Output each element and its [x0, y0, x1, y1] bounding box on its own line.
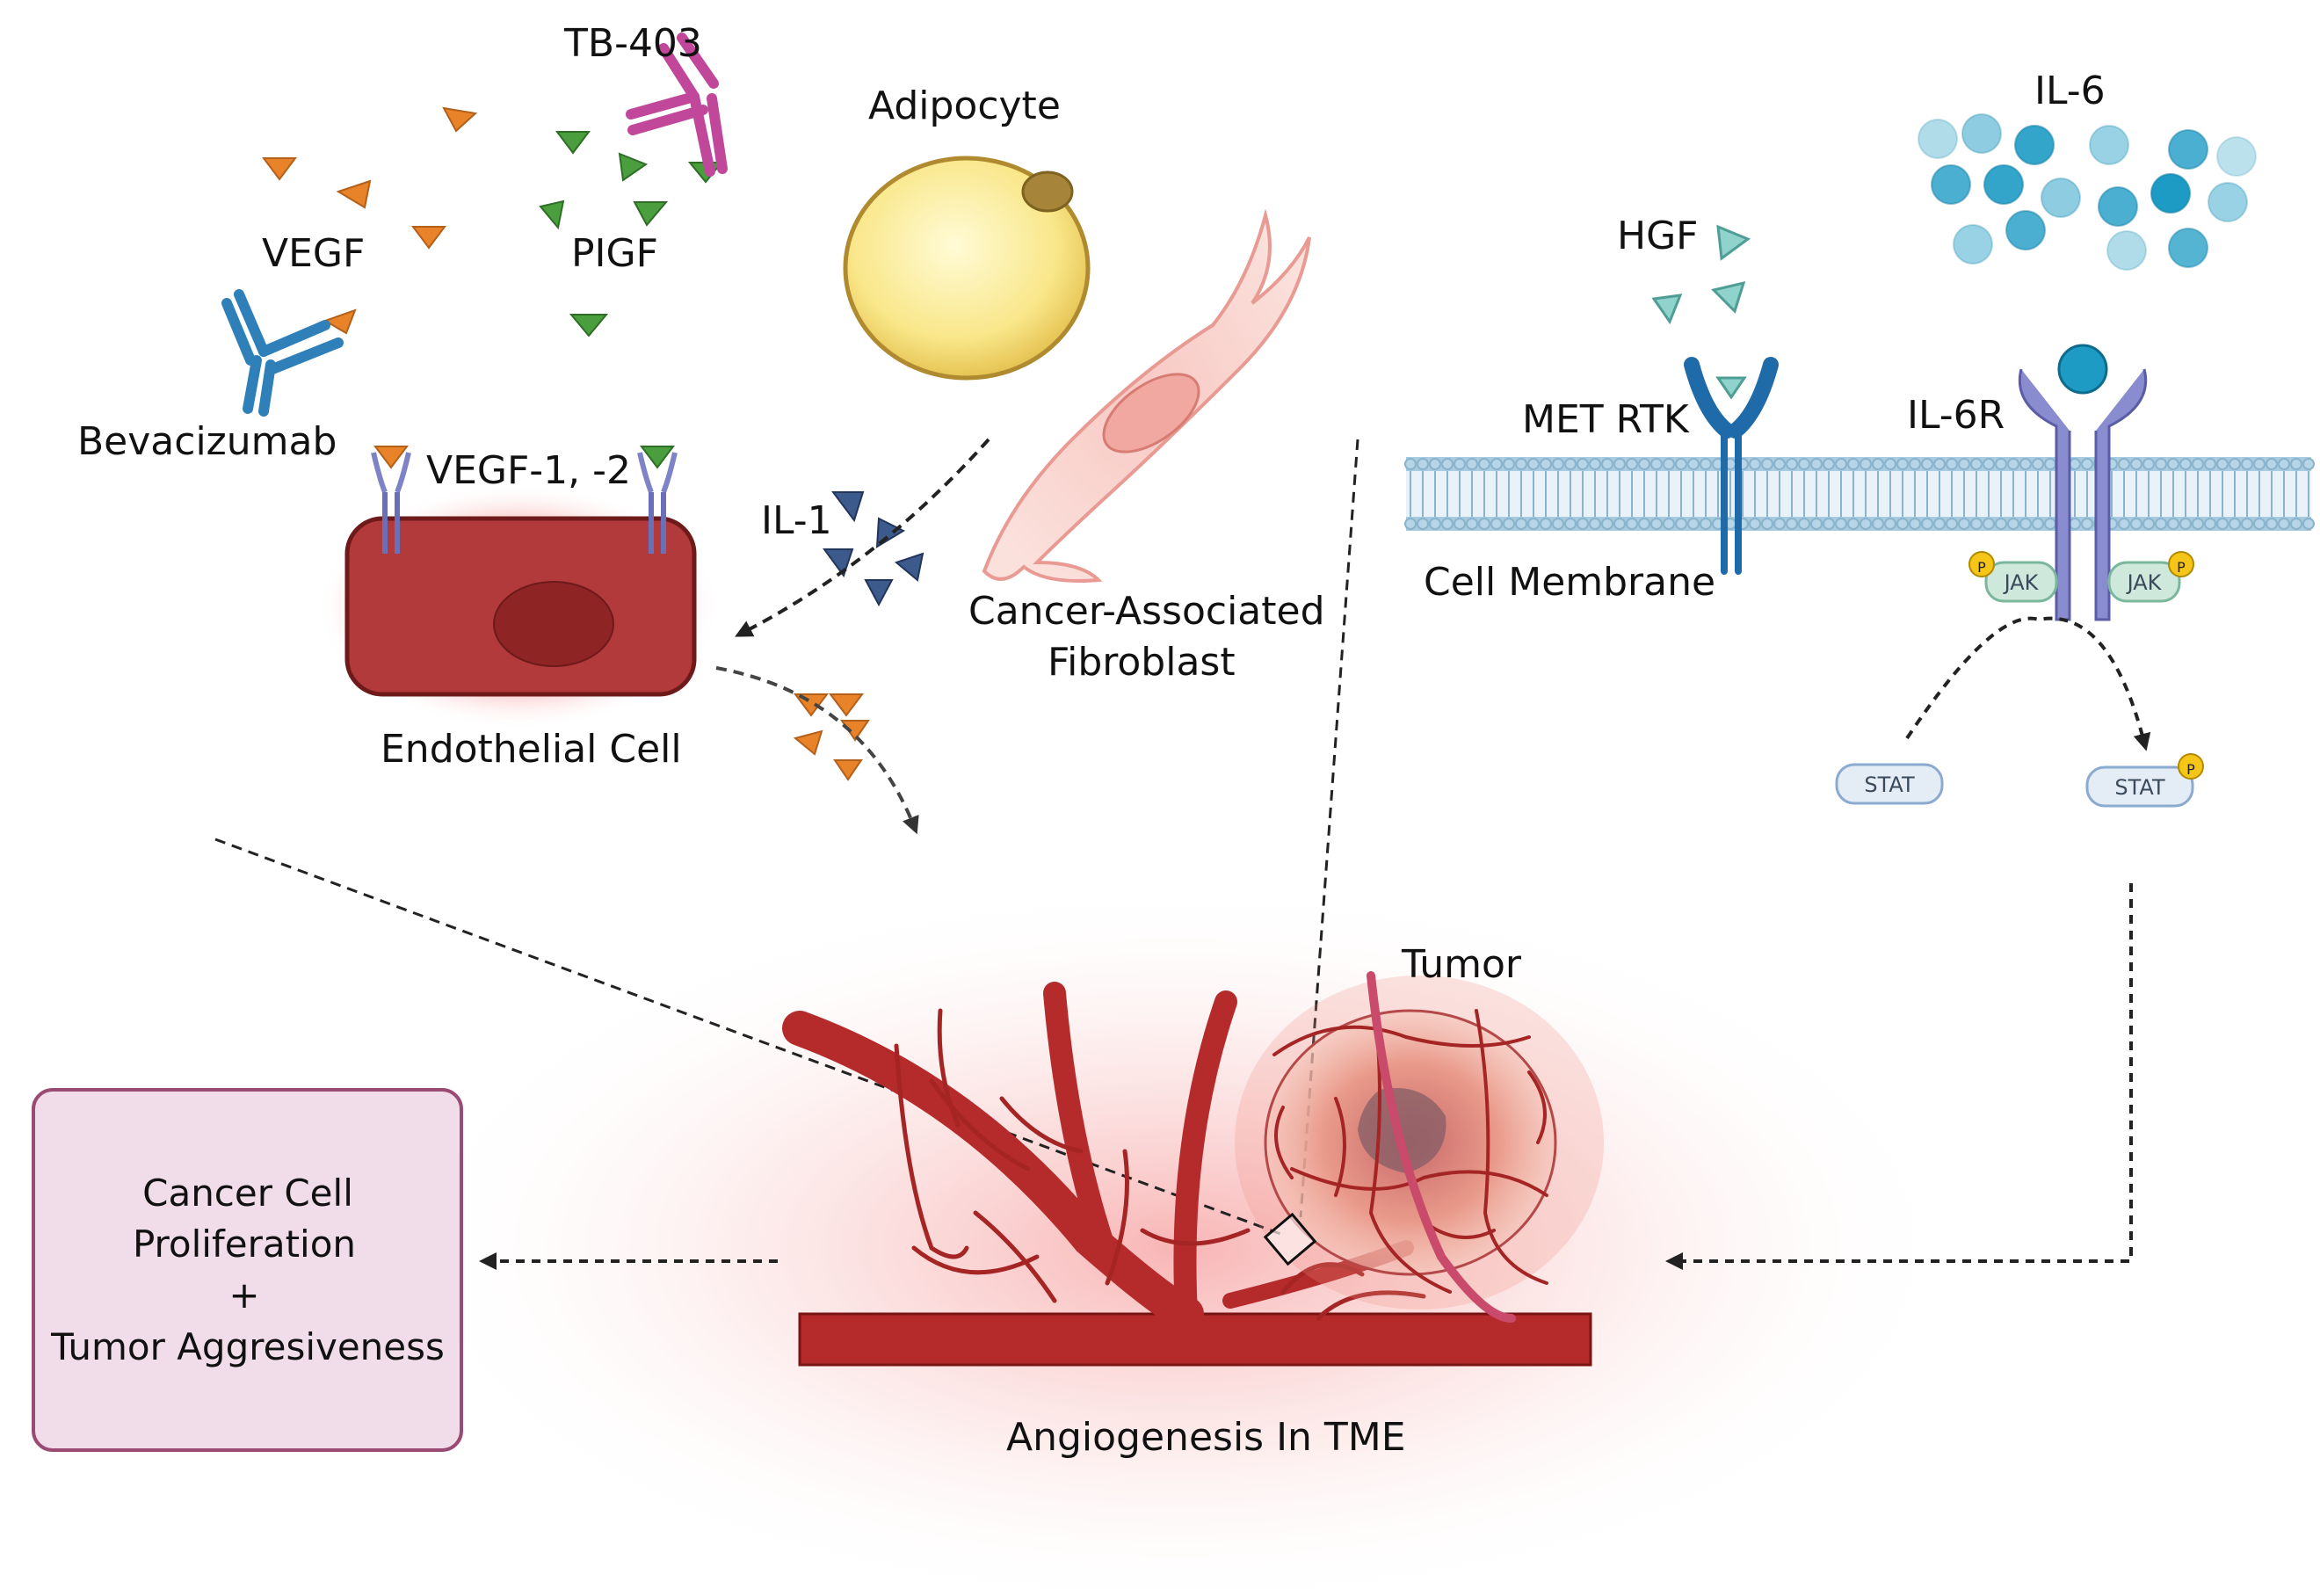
jak-left	[1968, 551, 2058, 603]
endothelial-nucleus	[493, 581, 614, 667]
jak-stat-arrow	[1905, 616, 2151, 751]
label-caf-line2: Fibroblast	[1048, 640, 1236, 685]
vegfr-receptor-right-icon	[637, 446, 678, 554]
zoom-marker	[1263, 1212, 1317, 1266]
label-stat-left: STAT	[1864, 773, 1915, 797]
label-il6r: IL-6R	[1907, 393, 2005, 438]
il1-to-endothelial-arrow	[735, 438, 990, 637]
hgf-ligands	[1651, 224, 1751, 400]
label-pigf: PIGF	[571, 231, 658, 276]
tumor-feeder-vessel	[1367, 971, 1516, 1323]
outcome-line3: +	[228, 1273, 259, 1317]
label-tumor: Tumor	[1401, 942, 1522, 987]
label-met-rtk: MET RTK	[1522, 397, 1690, 442]
label-il1: IL-1	[761, 498, 832, 543]
label-hgf: HGF	[1617, 214, 1699, 258]
stat-to-tme-arrow	[1665, 883, 2133, 1270]
label-bevacizumab: Bevacizumab	[77, 419, 337, 464]
adipocyte-icon	[843, 156, 1091, 381]
il6r-receptor-icon	[2018, 344, 2148, 621]
fibroblast-nucleus	[1102, 373, 1200, 453]
bevacizumab-antibody-icon	[221, 289, 344, 417]
outcome-line1: Cancer Cell	[142, 1172, 353, 1215]
label-vegf-receptors: VEGF-1, -2	[426, 448, 631, 493]
label-caf-line1: Cancer-Associated	[968, 589, 1325, 634]
il6-molecules	[1918, 113, 2257, 271]
stat-phosphorylated	[2085, 753, 2204, 808]
label-phospho-jak-right: P	[2177, 559, 2186, 576]
label-cell-membrane: Cell Membrane	[1424, 560, 1715, 605]
adipocyte-nucleus	[1021, 170, 1074, 213]
label-il6: IL-6	[2034, 69, 2106, 113]
label-tb403: TB-403	[563, 21, 702, 66]
label-adipocyte: Adipocyte	[868, 83, 1061, 128]
stat-unphosphorylated	[1835, 763, 1944, 805]
endothelial-to-tme-arrow	[715, 666, 919, 835]
met-rtk-receptor-icon	[1684, 357, 1779, 575]
outcome-line2: Proliferation	[133, 1222, 356, 1266]
label-vegf: VEGF	[262, 231, 365, 276]
label-jak-left: JAK	[2003, 570, 2040, 595]
label-angiogenesis: Angiogenesis In TME	[1006, 1415, 1406, 1460]
outcome-box	[32, 1088, 463, 1452]
blood-vessel-network	[782, 982, 1592, 1367]
jak-right	[2107, 551, 2194, 603]
label-endothelial-cell: Endothelial Cell	[381, 727, 682, 772]
zoom-line-right	[1299, 439, 1359, 1218]
cell-membrane-icon	[1404, 457, 2315, 531]
tb403-antibody-icon	[626, 33, 728, 177]
label-phospho-jak-left: P	[1977, 559, 1986, 576]
vegfr-receptor-left-icon	[371, 446, 411, 554]
label-stat-right: STAT	[2114, 775, 2165, 800]
label-jak-right: JAK	[2126, 570, 2163, 595]
vegf-ligands	[262, 106, 870, 781]
outcome-line4: Tumor Aggresiveness	[50, 1325, 445, 1368]
il1-ligands	[823, 491, 924, 607]
label-phospho-stat: P	[2186, 761, 2195, 778]
zoom-line-left	[214, 838, 1284, 1237]
